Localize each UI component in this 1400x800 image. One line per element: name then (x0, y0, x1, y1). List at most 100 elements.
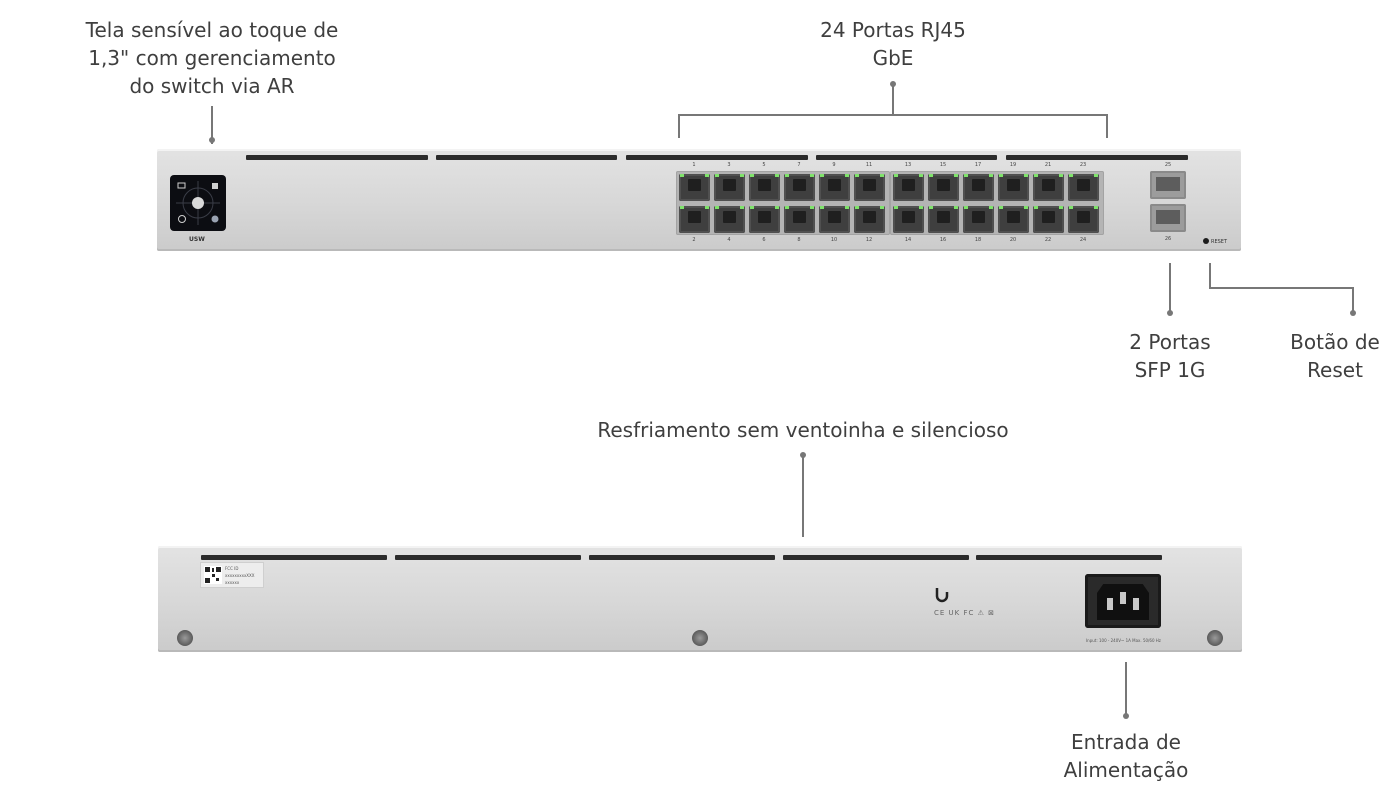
cooling-leader-dot (800, 452, 806, 458)
rj45-port-11[interactable] (854, 174, 885, 201)
port-led (1024, 206, 1028, 209)
rj45-port-18[interactable] (963, 206, 994, 233)
port-led (919, 174, 923, 177)
rj45-port-10[interactable] (819, 206, 850, 233)
rj45-port-17[interactable] (963, 174, 994, 201)
info-icon (178, 215, 186, 223)
port-number: 5 (762, 162, 766, 168)
rj45-port-1[interactable] (679, 174, 710, 201)
rear-screw (692, 630, 708, 646)
reset-leader-dot (1350, 310, 1356, 316)
port-led (1034, 206, 1038, 209)
port-led (1059, 206, 1063, 209)
rear-vent-slot (201, 555, 387, 560)
rj45-port-7[interactable] (784, 174, 815, 201)
rj45-port-19[interactable] (998, 174, 1029, 201)
rj45-port-16[interactable] (928, 206, 959, 233)
rj45-port-4[interactable] (714, 206, 745, 233)
socket-pin (1120, 592, 1126, 604)
switch-rear-panel: FCC ID xxxxxxxxxXXX xxxxxx CE UK FC ⚠ ⊠ … (158, 546, 1242, 652)
port-number: 4 (727, 237, 731, 243)
port-led (989, 174, 993, 177)
port-led (785, 174, 789, 177)
rj45-port-15[interactable] (928, 174, 959, 201)
touch-display-callout: Tela sensível ao toque de 1,3" com geren… (85, 18, 339, 98)
sfp-port-26[interactable] (1150, 204, 1186, 232)
port-led (715, 206, 719, 209)
lock-icon (212, 183, 218, 189)
rj45-port-9[interactable] (819, 174, 850, 201)
port-led (705, 206, 709, 209)
rear-vent-slot (589, 555, 775, 560)
reset-button[interactable] (1203, 238, 1209, 244)
port-led (705, 174, 709, 177)
qr-code (204, 566, 222, 584)
rj45-port-8[interactable] (784, 206, 815, 233)
port-number: 13 (904, 162, 912, 168)
port-number: 2 (692, 237, 696, 243)
port-led (954, 174, 958, 177)
port-led (999, 206, 1003, 209)
port-led (715, 174, 719, 177)
port-led (855, 174, 859, 177)
port-number: 15 (939, 162, 947, 168)
port-number: 3 (727, 162, 731, 168)
socket-pin (1107, 598, 1113, 610)
port-led (894, 174, 898, 177)
power-input-leader-dot (1123, 713, 1129, 719)
serial-sticker: FCC ID xxxxxxxxxXXX xxxxxx (200, 562, 264, 588)
rj45-port-24[interactable] (1068, 206, 1099, 233)
rj45-port-2[interactable] (679, 206, 710, 233)
sticker-line: xxxxxxxxxXXX (225, 573, 255, 578)
rj45-port-22[interactable] (1033, 206, 1064, 233)
port-led (1069, 174, 1073, 177)
rj45-port-13[interactable] (893, 174, 924, 201)
rj45-port-3[interactable] (714, 174, 745, 201)
port-led (964, 206, 968, 209)
port-led (999, 174, 1003, 177)
port-led (740, 206, 744, 209)
port-led (929, 206, 933, 209)
rj45-port-21[interactable] (1033, 174, 1064, 201)
port-led (750, 206, 754, 209)
sfp-port-25[interactable] (1150, 171, 1186, 199)
rj45-port-14[interactable] (893, 206, 924, 233)
port-number: 14 (904, 237, 912, 243)
monitor-icon (177, 182, 186, 189)
port-number: 24 (1079, 237, 1087, 243)
socket-pin (1133, 598, 1139, 610)
front-vent-slot (626, 155, 808, 160)
port-number: 20 (1009, 237, 1017, 243)
rj45-ports-callout: 24 Portas RJ45 GbE (820, 18, 966, 70)
sticker-line: FCC ID (225, 566, 239, 571)
port-number: 21 (1044, 162, 1052, 168)
port-led (919, 206, 923, 209)
rj45-bracket-leader (678, 84, 1108, 138)
rear-vent-slot (783, 555, 969, 560)
iec-c14-inlet (1097, 584, 1149, 620)
sticker-line: xxxxxx (225, 580, 240, 585)
port-led (820, 174, 824, 177)
rj45-port-5[interactable] (749, 174, 780, 201)
port-led (954, 206, 958, 209)
rj45-port-20[interactable] (998, 206, 1029, 233)
power-input-socket[interactable] (1085, 574, 1161, 628)
rj45-port-6[interactable] (749, 206, 780, 233)
rj45-port-23[interactable] (1068, 174, 1099, 201)
port-number: 22 (1044, 237, 1052, 243)
port-led (1024, 174, 1028, 177)
rear-screw (1207, 630, 1223, 646)
port-led (750, 174, 754, 177)
port-number: 18 (974, 237, 982, 243)
rj45-port-12[interactable] (854, 206, 885, 233)
rj45-leader-dot (890, 81, 896, 87)
settings-icon (211, 215, 219, 223)
sfp-leader-dot (1167, 310, 1173, 316)
port-led (775, 206, 779, 209)
touchscreen-display[interactable] (170, 175, 226, 231)
port-led (880, 174, 884, 177)
port-led (855, 206, 859, 209)
rear-vent-slot (976, 555, 1162, 560)
touchscreen-center-icon (192, 197, 204, 209)
